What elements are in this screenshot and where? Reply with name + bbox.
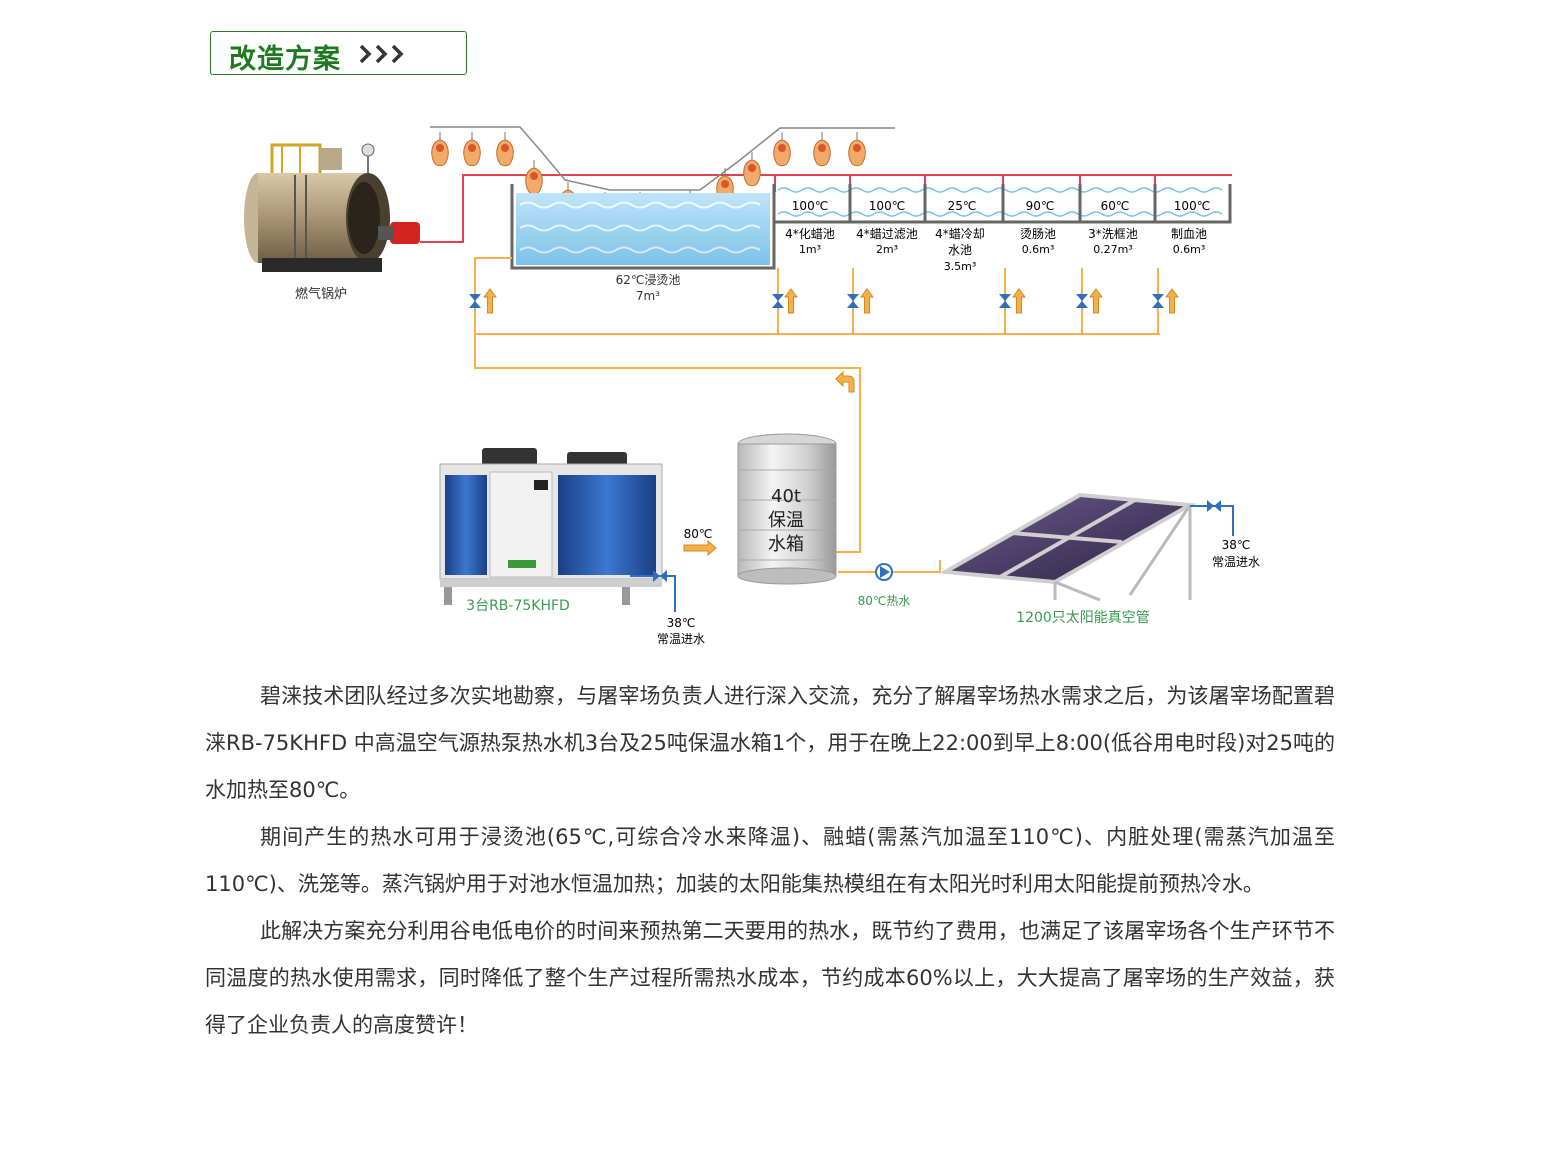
pool-3-temp: 25℃ <box>948 199 977 213</box>
description: 碧涞技术团队经过多次实地勘察，与屠宰场负责人进行深入交流，充分了解屠宰场热水需求… <box>205 673 1335 1049</box>
flow-right-arrow-icon <box>683 539 717 557</box>
pool-4-name: 烫肠池 <box>1020 227 1056 241</box>
gas-boiler: 燃气锅炉 <box>244 143 420 302</box>
storage-tank: 40t 保温 水箱 <box>737 433 837 585</box>
heat-pump-unit: 3台RB-75KHFD <box>439 448 663 614</box>
valve-icons <box>469 294 1164 308</box>
solar-label: 1200只太阳能真空管 <box>1016 610 1150 626</box>
hot-water-label: 80℃热水 <box>858 594 911 608</box>
pool-6-temp: 100℃ <box>1174 199 1210 213</box>
pool-4-temp: 90℃ <box>1026 199 1055 213</box>
heat-pump-out-temp: 80℃ <box>684 527 713 541</box>
pool-1-name: 4*化蜡池 <box>785 227 835 241</box>
pool-4-volume: 0.6m³ <box>1022 243 1055 256</box>
boiler-label: 燃气锅炉 <box>295 286 347 302</box>
process-diagram: 燃气锅炉 62℃浸烫池 7m³ <box>244 126 1260 646</box>
heat-pump-in-temp: 38℃ <box>667 616 696 630</box>
pool-2-name: 4*蜡过滤池 <box>856 227 918 241</box>
paragraph-1: 碧涞技术团队经过多次实地勘察，与屠宰场负责人进行深入交流，充分了解屠宰场热水需求… <box>205 684 1336 802</box>
pool-2-volume: 2m³ <box>876 243 898 256</box>
solar-collector: 38℃ 常温进水 1200只太阳能真空管 <box>938 492 1260 626</box>
pool-3-name-line2: 水池 <box>948 243 972 257</box>
solar-in-label: 常温进水 <box>1212 555 1260 569</box>
scald-pool-volume: 7m³ <box>636 289 660 303</box>
pool-5-temp: 60℃ <box>1101 199 1130 213</box>
tank-label-line2: 保温 <box>768 510 804 531</box>
circulation-pump: 80℃热水 <box>858 563 911 608</box>
flow-up-arrow-icons <box>483 288 1179 314</box>
pool-6-volume: 0.6m³ <box>1173 243 1206 256</box>
section-title: 改造方案 <box>229 44 341 75</box>
tank-label-line3: 水箱 <box>768 534 804 555</box>
pool-3-name: 4*蜡冷却 <box>935 227 985 241</box>
return-arrow-icon <box>835 370 855 393</box>
pool-3-volume: 3.5m³ <box>944 260 977 273</box>
section-header: 改造方案 <box>210 31 467 75</box>
tank-capacity: 40t <box>771 486 801 507</box>
paragraph-3: 此解决方案充分利用谷电低电价的时间来预热第二天要用的热水，既节约了费用，也满足了… <box>205 919 1335 1037</box>
solar-in-temp: 38℃ <box>1222 538 1251 552</box>
heat-pump-outlet: 80℃ <box>683 527 717 557</box>
heat-pump-inlet: 38℃ 常温进水 <box>630 570 705 646</box>
heat-pump-label: 3台RB-75KHFD <box>466 598 570 614</box>
paragraph-2: 期间产生的热水可用于浸烫池(65℃,可综合冷水来降温)、融蜡(需蒸汽加温至110… <box>205 825 1335 896</box>
pool-5-name: 3*洗框池 <box>1088 227 1138 241</box>
pool-6-name: 制血池 <box>1171 227 1207 241</box>
scald-pool-label: 62℃浸烫池 <box>616 273 681 287</box>
pool-1-volume: 1m³ <box>799 243 821 256</box>
pool-2-temp: 100℃ <box>869 199 905 213</box>
pool-1-temp: 100℃ <box>792 199 828 213</box>
pool-5-volume: 0.27m³ <box>1093 243 1133 256</box>
chevron-right-icon <box>359 44 404 64</box>
scald-pool: 62℃浸烫池 7m³ <box>510 184 776 303</box>
heat-pump-in-label: 常温进水 <box>657 632 705 646</box>
pool-row: 100℃ 100℃ 25℃ 90℃ 60℃ 100℃ 4*化蜡池 1m³ 4*蜡… <box>772 184 1232 273</box>
carcass-conveyor <box>430 126 895 227</box>
